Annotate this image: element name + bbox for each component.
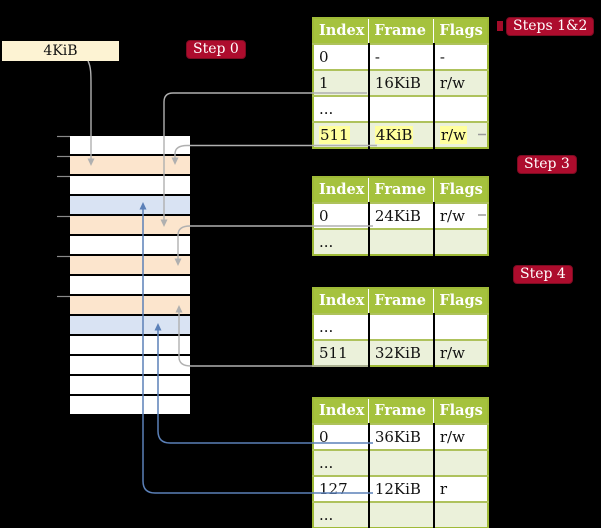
cell-frame: 24KiB — [368, 202, 435, 229]
table-row: 511 32KiB r/w — [313, 339, 488, 366]
memory-frame-row-48kib — [70, 376, 190, 396]
physical-memory-column — [70, 136, 190, 416]
page-size-label: 4KiB — [43, 43, 78, 59]
column-header-flags: Flags — [433, 397, 489, 425]
cell-frame — [368, 449, 435, 476]
table-row: 0 36KiB r/w — [313, 423, 488, 450]
cell-frame: 12KiB — [368, 475, 435, 502]
cell-flags: r/w — [433, 121, 488, 148]
page-table-steps-1-2: Index Frame Flags 0 - - 1 16KiB r/w ... — [312, 17, 489, 149]
cell-index: 0 — [313, 423, 370, 450]
step-4-label: Step 4 — [513, 265, 573, 284]
cell-frame: 36KiB — [368, 423, 435, 450]
cell-flags: r/w — [433, 202, 488, 229]
memory-frame-row-24kib — [70, 256, 190, 276]
table-row: ... — [313, 313, 488, 340]
cell-frame: 16KiB — [368, 69, 435, 96]
column-header-flags: Flags — [433, 176, 489, 204]
column-header-flags: Flags — [433, 17, 489, 45]
cell-index: 1 — [313, 69, 370, 96]
table-row: ... — [313, 95, 488, 122]
cell-flags — [433, 449, 488, 476]
memory-address-ticks — [57, 135, 70, 298]
memory-frame-row-36kib — [70, 316, 190, 336]
memory-frame-row-32kib — [70, 296, 190, 316]
memory-frame-row-4kib — [70, 156, 190, 176]
memory-frame-row-28kib — [70, 276, 190, 296]
table-row: 0 24KiB r/w — [313, 202, 488, 229]
column-header-frame: Frame — [368, 17, 435, 45]
table-header-row: Index Frame Flags — [312, 17, 489, 45]
table-header-row: Index Frame Flags — [312, 287, 489, 315]
column-header-frame: Frame — [368, 397, 435, 425]
column-header-index: Index — [312, 176, 370, 204]
cell-frame: 4KiB — [368, 121, 435, 148]
cell-index: 511 — [313, 339, 370, 366]
page-table-step-4-upper: Index Frame Flags ... 511 32KiB r/w — [312, 287, 489, 367]
cell-index: ... — [313, 313, 370, 340]
highlighted-value: 511 — [319, 125, 350, 144]
page-table-step-3: Index Frame Flags 0 24KiB r/w ... — [312, 176, 489, 256]
table-row: 1 16KiB r/w — [313, 69, 488, 96]
memory-frame-row-20kib — [70, 236, 190, 256]
memory-frame-row-16kib — [70, 216, 190, 236]
cell-flags — [433, 228, 488, 255]
column-header-index: Index — [312, 287, 370, 315]
table-row: ... — [313, 449, 488, 476]
cell-index: 0 — [313, 43, 370, 70]
page-size-box: 4KiB — [2, 41, 119, 61]
cell-flags: - — [433, 43, 488, 70]
cell-flags: r/w — [433, 339, 488, 366]
cell-index: 127 — [313, 475, 370, 502]
cell-frame — [368, 228, 435, 255]
steps-1-2-label: Steps 1&2 — [506, 17, 595, 36]
cell-flags — [433, 501, 488, 528]
cell-frame — [368, 501, 435, 528]
table-header-row: Index Frame Flags — [312, 176, 489, 204]
cell-index: ... — [313, 95, 370, 122]
cell-flags — [433, 313, 488, 340]
table-header-row: Index Frame Flags — [312, 397, 489, 425]
cell-flags — [433, 95, 488, 122]
column-header-frame: Frame — [368, 287, 435, 315]
page-table-step-4-lower: Index Frame Flags 0 36KiB r/w ... 127 12… — [312, 397, 489, 528]
cell-flags: r — [433, 475, 488, 502]
column-header-index: Index — [312, 17, 370, 45]
cell-index: ... — [313, 228, 370, 255]
table-row: ... — [313, 501, 488, 528]
cell-flags: r/w — [433, 423, 488, 450]
column-header-index: Index — [312, 397, 370, 425]
cell-frame — [368, 95, 435, 122]
column-header-flags: Flags — [433, 287, 489, 315]
memory-frame-row-8kib — [70, 176, 190, 196]
cell-frame: - — [368, 43, 435, 70]
cell-index: ... — [313, 449, 370, 476]
table-row: 127 12KiB r — [313, 475, 488, 502]
cell-flags: r/w — [433, 69, 488, 96]
step-3-label: Step 3 — [517, 155, 577, 174]
memory-frame-row-52kib — [70, 396, 190, 416]
table-row: 0 - - — [313, 43, 488, 70]
memory-frame-row-40kib — [70, 336, 190, 356]
cell-index: ... — [313, 501, 370, 528]
cell-index: 511 — [313, 121, 370, 148]
memory-frame-row-0 — [70, 136, 190, 156]
column-header-frame: Frame — [368, 176, 435, 204]
table-row: ... — [313, 228, 488, 255]
highlighted-value: 4KiB — [374, 125, 414, 144]
memory-frame-row-12kib — [70, 196, 190, 216]
cell-frame: 32KiB — [368, 339, 435, 366]
cell-index: 0 — [313, 202, 370, 229]
cell-frame — [368, 313, 435, 340]
memory-frame-row-44kib — [70, 356, 190, 376]
highlighted-value: r/w — [439, 125, 467, 144]
step-0-label: Step 0 — [186, 40, 246, 59]
label-fragment — [497, 21, 503, 31]
table-row-highlighted: 511 4KiB r/w — [313, 121, 488, 148]
